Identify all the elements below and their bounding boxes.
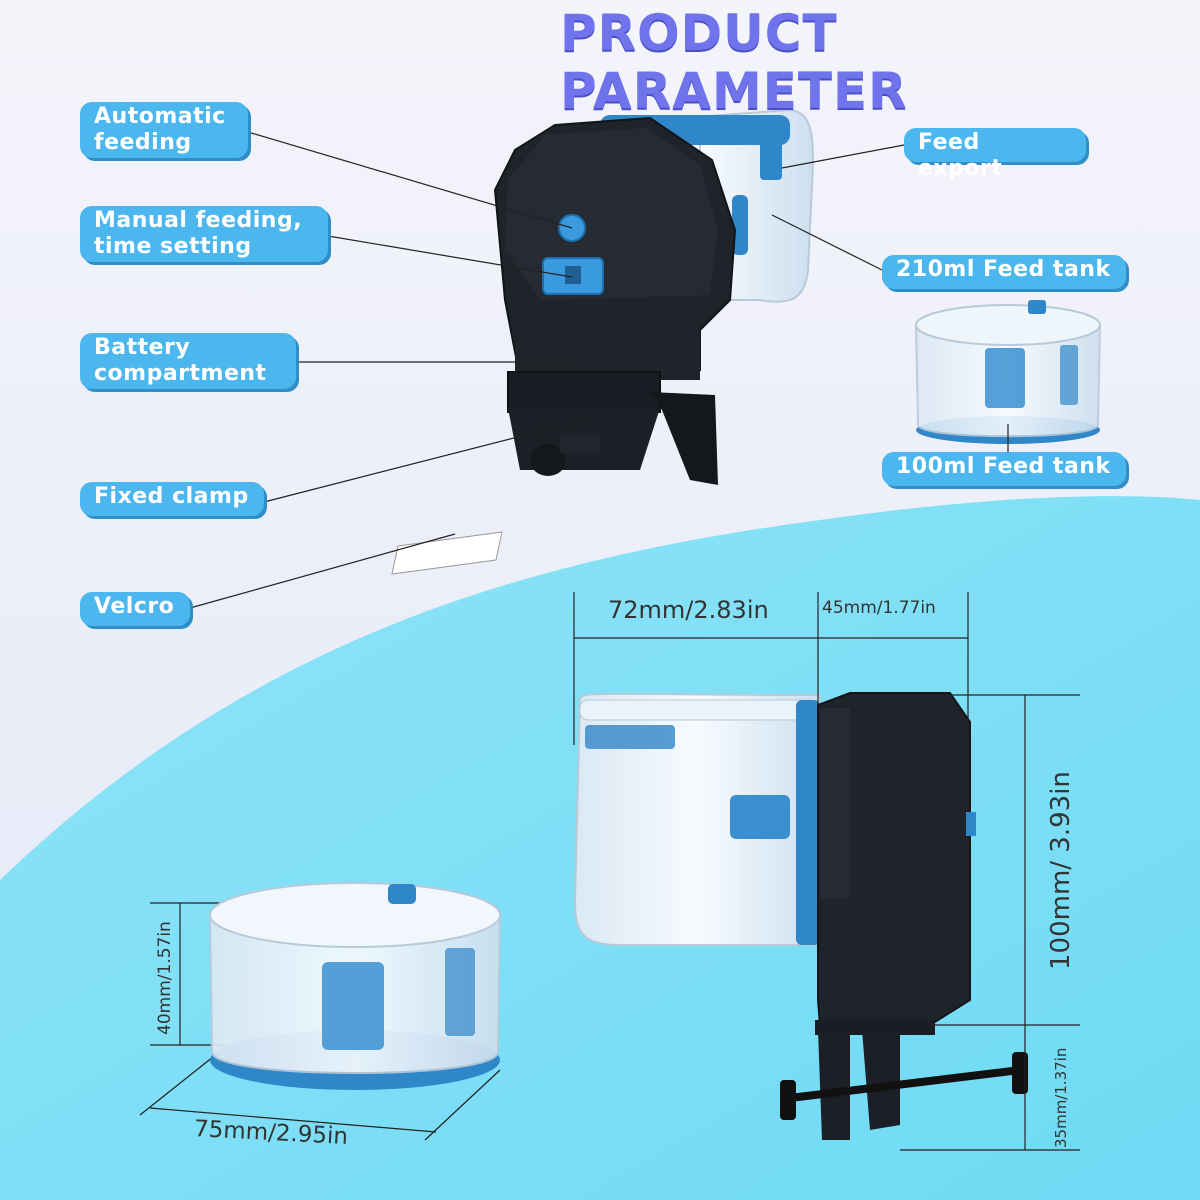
page-title: PRODUCT PARAMETER bbox=[560, 4, 908, 120]
callout-210ml-feed-tank: 210ml Feed tank bbox=[882, 255, 1126, 289]
dimension-height-100mm: 100mm/ 3.93in bbox=[1046, 771, 1076, 970]
feeder-side-view bbox=[573, 692, 1028, 1140]
callout-battery-compartment: Battery compartment bbox=[80, 333, 296, 389]
feeder-front-view bbox=[493, 108, 814, 485]
dimension-lines bbox=[139, 592, 1080, 1151]
callout-line-1: Battery bbox=[94, 335, 191, 360]
dimension-width-45mm: 45mm/1.77in bbox=[822, 598, 936, 618]
callout-line-2: feeding bbox=[94, 130, 192, 155]
callout-line-1: Automatic bbox=[94, 104, 226, 129]
velcro-strip bbox=[391, 531, 503, 575]
dimension-height-35mm: 35mm/1.37in bbox=[1052, 1047, 1070, 1148]
callout-line-2: compartment bbox=[94, 361, 267, 386]
leader-lines bbox=[189, 131, 1009, 609]
callout-line-1: Manual feeding, bbox=[94, 208, 303, 233]
callout-feed-export: Feed export bbox=[904, 128, 1086, 181]
dimension-width-72mm: 72mm/2.83in bbox=[608, 596, 769, 624]
callout-100ml-feed-tank: 100ml Feed tank bbox=[882, 452, 1126, 486]
callout-line-2: time setting bbox=[94, 234, 252, 259]
small-tank-bottom bbox=[208, 882, 502, 1090]
callout-automatic-feeding: Automatic feeding bbox=[80, 102, 248, 158]
callout-velcro: Velcro bbox=[80, 592, 190, 626]
callout-fixed-clamp: Fixed clamp bbox=[80, 482, 264, 516]
callout-manual-feeding: Manual feeding, time setting bbox=[80, 206, 328, 262]
small-tank-top bbox=[914, 300, 1102, 444]
dimension-height-40mm: 40mm/1.57in bbox=[155, 921, 175, 1035]
